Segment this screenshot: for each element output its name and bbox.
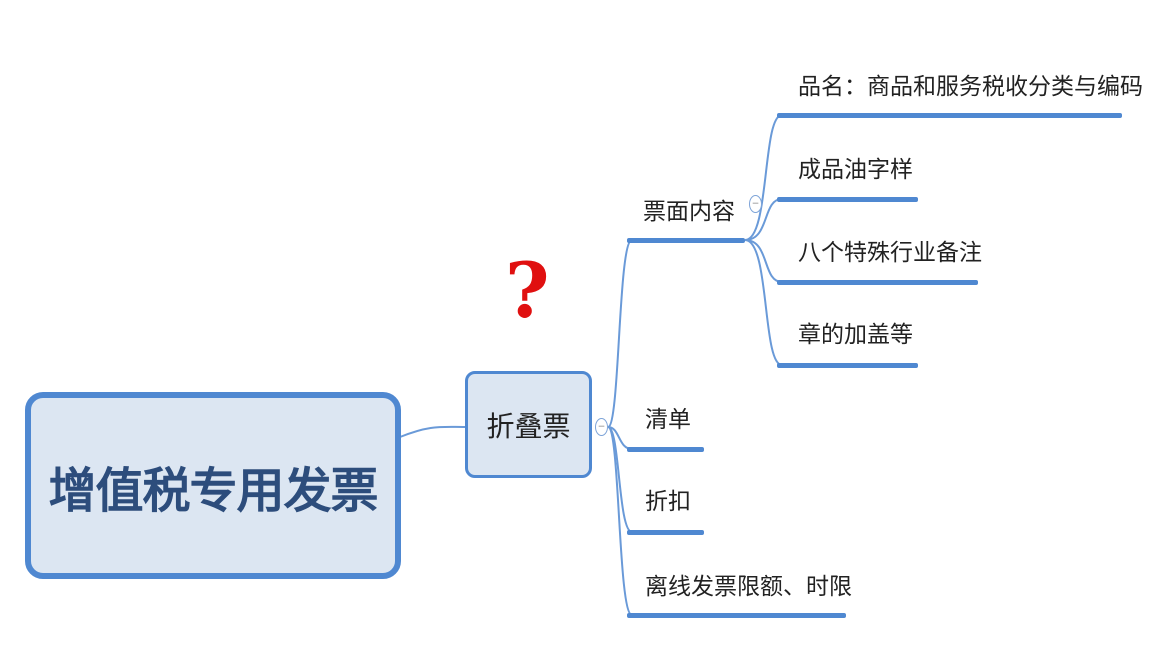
- child-underline: [777, 197, 918, 202]
- child-underline: [777, 363, 918, 368]
- link-sub1-c3: [744, 239, 783, 283]
- link-root-main: [399, 425, 466, 438]
- link-sub1-c2: [744, 198, 783, 241]
- link-sub1-c4: [744, 239, 783, 366]
- child-topic-label[interactable]: 八个特殊行业备注: [798, 240, 982, 266]
- child-topic-label[interactable]: 章的加盖等: [798, 322, 913, 348]
- link-main-sub4: [607, 426, 633, 616]
- collapse-toggle-icon[interactable]: −: [595, 418, 608, 436]
- main-topic-label: 折叠票: [486, 409, 571, 443]
- child-underline: [777, 280, 978, 285]
- link-main-sub3: [607, 426, 633, 533]
- child-underline: [777, 113, 1122, 118]
- subtopic-underline: [627, 447, 704, 452]
- subtopic-underline: [627, 530, 704, 535]
- child-topic-label[interactable]: 品名：商品和服务税收分类与编码: [798, 74, 1143, 100]
- question-mark-annotation: ?: [505, 246, 550, 335]
- subtopic-underline: [627, 613, 846, 618]
- subtopic-label[interactable]: 折扣: [645, 489, 691, 515]
- link-main-sub1: [607, 239, 633, 428]
- subtopic-label[interactable]: 清单: [645, 407, 691, 433]
- subtopic-underline: [627, 238, 745, 243]
- link-sub1-c1: [744, 114, 783, 241]
- main-topic[interactable]: 折叠票: [465, 371, 592, 478]
- root-topic-label: 增值税专用发票: [48, 462, 378, 519]
- subtopic-label[interactable]: 票面内容: [643, 199, 735, 225]
- collapse-toggle-icon[interactable]: −: [749, 195, 762, 213]
- root-topic[interactable]: 增值税专用发票: [25, 392, 401, 579]
- subtopic-label[interactable]: 离线发票限额、时限: [645, 574, 852, 600]
- child-topic-label[interactable]: 成品油字样: [798, 157, 913, 183]
